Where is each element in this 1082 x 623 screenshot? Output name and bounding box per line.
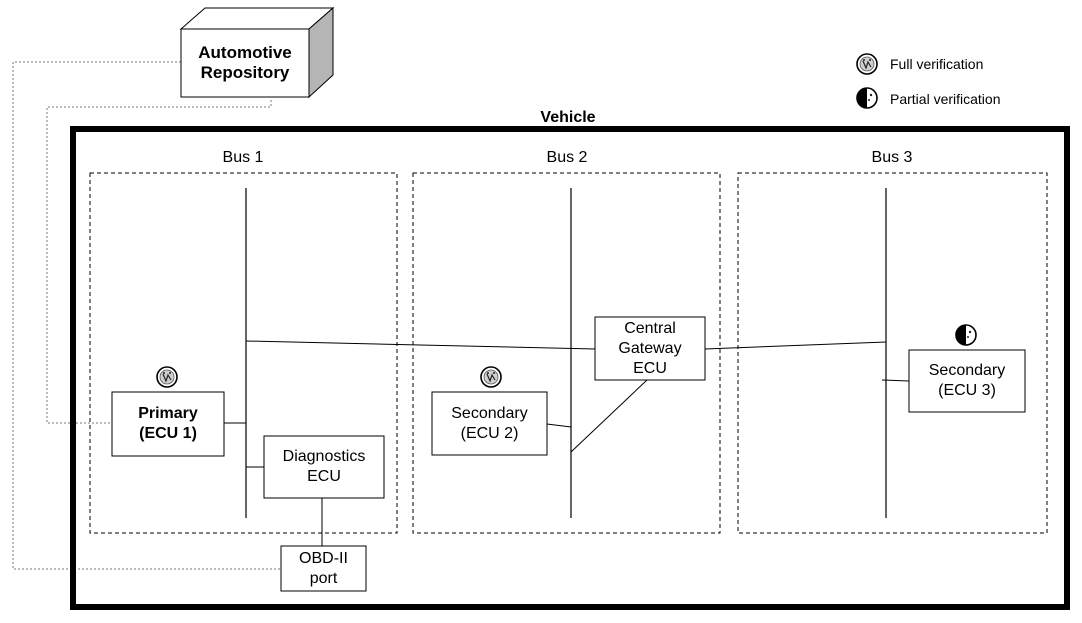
diagnostics-ecu-box (263, 435, 385, 499)
secondary-ecu3: Secondary (ECU 3) (909, 350, 1025, 412)
repository-box (179, 6, 335, 99)
diagnostics-ecu: Diagnostics ECU (264, 436, 384, 498)
secondary-ecu3-line1: Secondary (928, 362, 1006, 379)
secondary-ecu2-line1: Secondary (451, 404, 528, 422)
primary-ecu-box (111, 391, 225, 457)
bus-2-region (412, 172, 721, 534)
central-gateway-ecu: Central Gateway ECU (595, 317, 705, 380)
link-bus2-gateway (570, 379, 648, 453)
diagnostics-ecu-line2: ECU (307, 468, 341, 485)
link-bus3-ecu3 (881, 379, 910, 382)
secondary-ecu2-line2: (ECU 2) (460, 424, 519, 442)
bus-3-label: Bus 3 (871, 149, 913, 166)
central-gateway-line1: Central (624, 319, 676, 337)
link-gateway-bus3 (704, 341, 887, 350)
repository-link-primary (46, 100, 272, 424)
vehicle-boundary (70, 126, 1070, 610)
legend-partial-verification: Partial verification (890, 91, 1001, 107)
obd-port-line2: port (309, 569, 338, 587)
primary-ecu-line2: (ECU 1) (139, 425, 197, 442)
repository-links (12, 61, 282, 570)
repository-label-line2: Repository (200, 63, 290, 82)
partial-verification-icon (955, 324, 977, 346)
legend-full-verification: Full verification (890, 56, 984, 72)
vehicle-title: Vehicle (540, 109, 596, 126)
legend-partial-verification-icon (856, 87, 878, 109)
primary-ecu-line1: Primary (138, 405, 198, 422)
link-bus1-gateway (245, 340, 596, 350)
legend-full-verification-icon (856, 53, 878, 75)
central-gateway-line3: ECU (633, 359, 667, 377)
link-ecu2-bus2 (546, 423, 572, 428)
primary-ecu: Primary (ECU 1) (112, 392, 224, 456)
full-verification-icon (156, 366, 178, 388)
diagnostics-ecu-line1: Diagnostics (282, 448, 366, 465)
bus-1-label: Bus 1 (222, 149, 264, 166)
secondary-ecu2: Secondary (ECU 2) (432, 392, 547, 455)
secondary-ecu3-line2: (ECU 3) (938, 382, 996, 399)
full-verification-icon (480, 366, 502, 388)
secondary-ecu2-box (431, 391, 548, 456)
repository-label-line1: Automotive (198, 43, 292, 62)
bus-2-label: Bus 2 (546, 149, 588, 166)
obd-port-line1: OBD-II (299, 549, 348, 567)
central-gateway-box (594, 316, 706, 381)
obd-port-box (280, 545, 367, 592)
obd-port: OBD-II port (281, 546, 366, 591)
bus-3-region (737, 172, 1048, 534)
repository-label: Automotive Repository (181, 29, 309, 97)
secondary-ecu3-box (908, 349, 1026, 413)
repository-link-obd (12, 61, 282, 570)
central-gateway-line2: Gateway (618, 339, 682, 357)
bus-1-region (89, 172, 398, 534)
